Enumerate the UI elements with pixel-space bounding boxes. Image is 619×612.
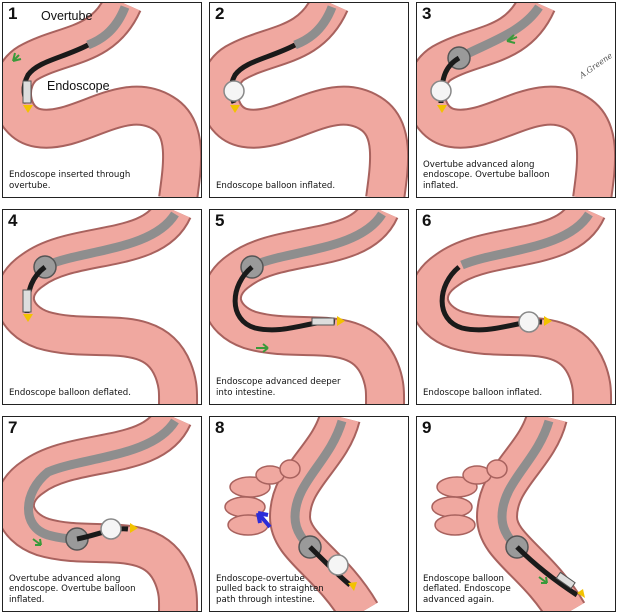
panel-5: 5 Endoscope advanced deeper into intesti… — [209, 209, 409, 405]
intestine-lumen — [3, 3, 201, 197]
panel-number: 2 — [215, 4, 225, 23]
light-tip — [544, 316, 552, 326]
panel-9-illustration — [431, 417, 586, 611]
light-tip — [130, 523, 138, 533]
endoscope-tip-segment — [311, 317, 335, 326]
light-tip — [337, 316, 345, 326]
panel-caption: Overtube advanced along endoscope. Overt… — [423, 159, 550, 191]
panel-caption: Endoscope advanced deeper into intestine… — [216, 377, 341, 398]
panel-number: 6 — [422, 211, 432, 230]
motion-arrow — [506, 34, 518, 44]
endoscope-tip-segment — [22, 80, 32, 104]
panel-1-illustration — [3, 3, 201, 197]
panel-5-illustration — [210, 210, 406, 404]
panel-number: 8 — [215, 418, 225, 437]
panel-7-illustration — [3, 417, 199, 611]
light-tip — [23, 105, 33, 113]
endoscope-balloon — [430, 80, 452, 102]
motion-arrow — [256, 343, 269, 353]
panel-caption: Endoscope balloon deflated. Endoscope ad… — [423, 573, 511, 605]
panel-caption: Overtube advanced along endoscope. Overt… — [9, 573, 136, 605]
panel-number: 9 — [422, 418, 432, 437]
overtube-label: Overtube — [41, 9, 93, 23]
panel-2: 2 Endoscope balloon inflated. — [209, 2, 409, 198]
light-tip — [23, 314, 33, 322]
pull-back-arrow — [256, 511, 272, 529]
panel-number: 4 — [8, 211, 18, 230]
overtube — [293, 5, 337, 50]
panel-9: 9 Endoscope balloon deflated. Endoscope … — [416, 416, 616, 612]
panel-caption: Endoscope balloon inflated. — [216, 180, 336, 191]
panel-6-illustration — [417, 210, 613, 404]
endoscope-balloon — [327, 554, 349, 576]
pleated-intestine — [431, 459, 508, 536]
motion-arrow — [538, 576, 548, 584]
panel-caption: Endoscope balloon deflated. — [9, 387, 131, 398]
panel-2-illustration — [210, 3, 408, 197]
panel-number: 5 — [215, 211, 225, 230]
endoscope-tip-segment — [555, 571, 576, 590]
endoscope-tip-segment — [22, 289, 32, 313]
panel-3: 3 A.Greene Overtube advanced along endos… — [416, 2, 616, 198]
panel-8: 8 Endoscope-overtube pulled back to stra… — [209, 416, 409, 612]
panel-number: 7 — [8, 418, 18, 437]
light-tip — [437, 105, 447, 113]
panel-8-illustration — [224, 417, 379, 611]
pleated-intestine — [224, 459, 301, 536]
panel-number: 1 — [8, 4, 18, 23]
motion-arrow — [32, 538, 42, 546]
overtube — [460, 211, 593, 270]
panel-6: 6 Endoscope balloon inflated. — [416, 209, 616, 405]
overtube — [253, 211, 386, 270]
panel-4: 4 Endoscope balloon deflated. — [2, 209, 202, 405]
overtube — [86, 5, 130, 50]
endoscope-label: Endoscope — [47, 79, 110, 93]
panel-caption: Endoscope balloon inflated. — [423, 387, 543, 398]
endoscope-balloon — [518, 311, 540, 333]
light-tip — [348, 582, 357, 591]
endoscope-balloon — [100, 518, 122, 540]
endoscope — [515, 545, 579, 598]
panel-caption: Endoscope inserted through overtube. — [9, 170, 131, 191]
panel-4-illustration — [3, 210, 199, 404]
endoscope-balloon — [223, 80, 245, 102]
light-tip — [577, 589, 585, 598]
panel-1: 1 Overtube Endoscope Endoscope inserted … — [2, 2, 202, 198]
intestine-lumen — [210, 3, 408, 197]
panel-7: 7 Overtube advanced along endoscope. Ove… — [2, 416, 202, 612]
overtube — [46, 211, 179, 270]
panel-3-illustration — [417, 3, 615, 197]
light-tip — [230, 105, 240, 113]
motion-arrow — [12, 52, 22, 62]
panel-caption: Endoscope-overtube pulled back to straig… — [216, 573, 324, 605]
overtube — [24, 418, 179, 544]
panel-number: 3 — [422, 4, 432, 23]
